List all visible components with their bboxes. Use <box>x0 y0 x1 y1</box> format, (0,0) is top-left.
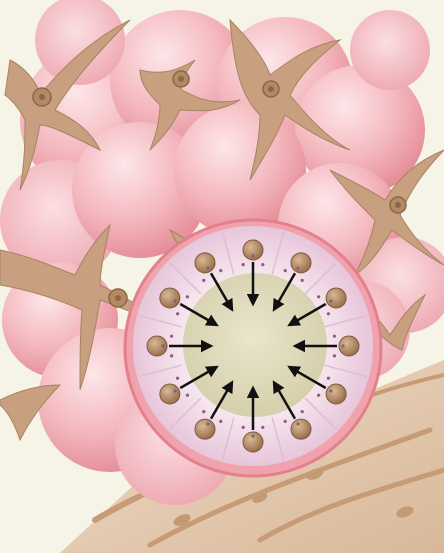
secretory-granule <box>327 312 330 315</box>
secretory-granule <box>186 394 189 397</box>
cell-nucleus <box>291 419 311 439</box>
cell-nucleus <box>160 288 180 308</box>
secretory-granule <box>242 426 245 429</box>
secretory-granule <box>301 410 304 413</box>
secretory-granule <box>296 422 299 425</box>
secretory-granule <box>284 269 287 272</box>
secretory-granule <box>206 266 209 269</box>
secretory-granule <box>296 266 299 269</box>
secretory-granule <box>219 420 222 423</box>
secretory-granule <box>161 344 164 347</box>
cell-nucleus <box>326 288 346 308</box>
secretory-granule <box>341 344 344 347</box>
cell-nucleus <box>291 253 311 273</box>
secretory-granule <box>327 377 330 380</box>
secretory-granule <box>261 263 264 266</box>
secretory-granule <box>284 420 287 423</box>
secretory-granule <box>333 354 336 357</box>
secretory-granule <box>219 269 222 272</box>
secretory-granule <box>202 279 205 282</box>
secretory-granule <box>242 263 245 266</box>
secretory-granule <box>301 279 304 282</box>
secretory-granule <box>206 422 209 425</box>
secretory-granule <box>170 354 173 357</box>
secretory-granule <box>173 299 176 302</box>
cell-nucleus <box>195 419 215 439</box>
secretory-granule <box>317 394 320 397</box>
cell-nucleus <box>326 384 346 404</box>
secretory-granule <box>329 389 332 392</box>
secretory-granule <box>333 335 336 338</box>
cell-nucleus <box>160 384 180 404</box>
secretory-granule <box>329 299 332 302</box>
secretory-granule <box>176 312 179 315</box>
secretory-granule <box>317 295 320 298</box>
secretory-granule <box>202 410 205 413</box>
secretory-granule <box>186 295 189 298</box>
secretory-granule <box>170 335 173 338</box>
secretory-granule <box>176 377 179 380</box>
secretory-granule <box>251 254 254 257</box>
secretory-granule <box>251 434 254 437</box>
cell-nucleus <box>195 253 215 273</box>
secretory-granule <box>261 426 264 429</box>
secretory-granule <box>173 389 176 392</box>
